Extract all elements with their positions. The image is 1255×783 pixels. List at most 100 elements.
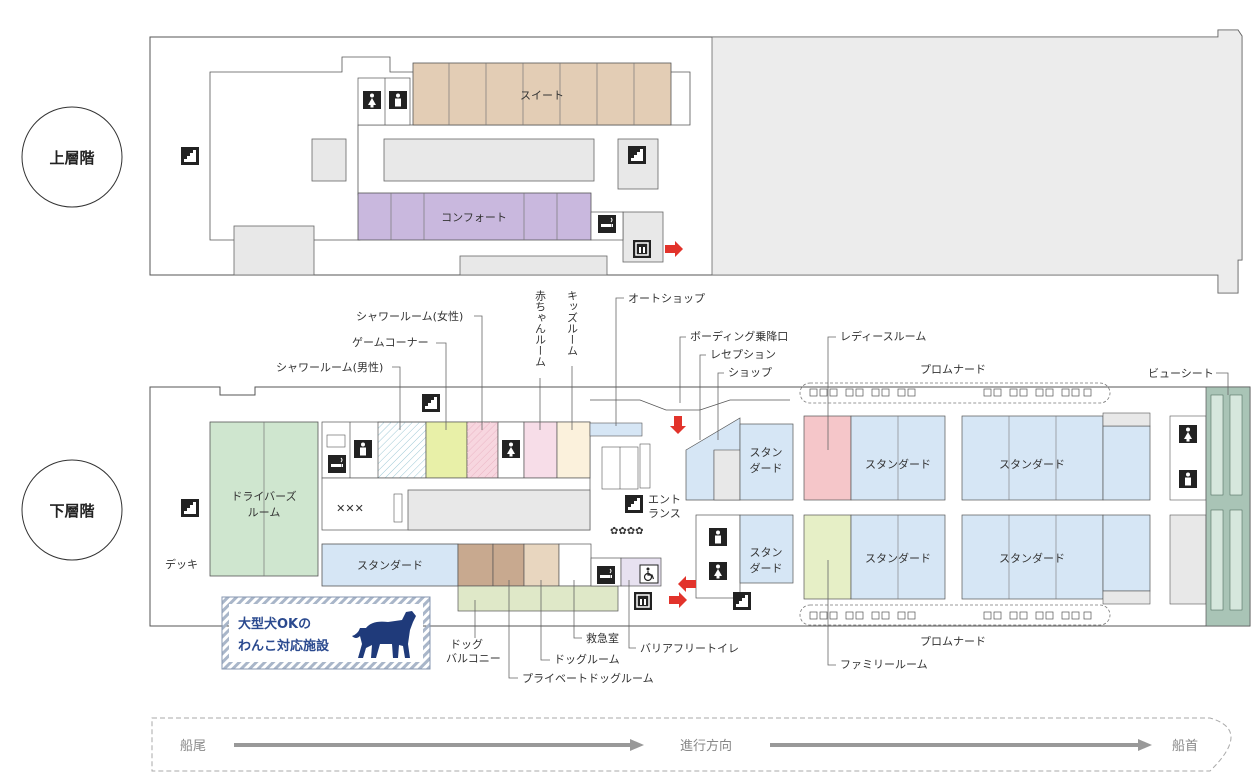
standard-split-label-1: スタン <box>750 446 783 459</box>
callout-shop: ショップ <box>728 366 772 379</box>
promenade-bottom-area <box>799 604 1111 626</box>
callout-kids-room: キッズルーム <box>566 290 579 356</box>
callout-dog-balcony-1: ドッグ <box>450 637 483 651</box>
stairs-icon <box>181 499 199 517</box>
callout-baby-room: 赤ちゃんルーム <box>534 290 547 367</box>
upper-block-1 <box>233 225 315 276</box>
promenade-top-area <box>799 382 1111 404</box>
upper-block-2 <box>459 255 608 276</box>
toilet-male-icon <box>389 91 407 109</box>
view-seat-grid <box>1210 394 1243 611</box>
callout-promenade-top: プロムナード <box>920 363 986 376</box>
elevator-icon <box>632 239 652 259</box>
standard-split-label-4: ダード <box>750 561 783 575</box>
smoking-icon <box>597 214 617 234</box>
dog-balcony <box>457 585 619 612</box>
standard-room-lower-left <box>321 543 459 587</box>
comfort-label: コンフォート <box>441 211 507 224</box>
smoking-icon <box>596 565 616 585</box>
callout-game-corner: ゲームコーナー <box>352 336 429 349</box>
standard-label-2: スタンダード <box>865 457 931 471</box>
callout-reception: レセプション <box>710 348 776 361</box>
direction-stern: 船尾 <box>180 739 206 754</box>
direction-arrow-icon <box>630 739 644 751</box>
callout-first-aid: 救急室 <box>586 631 619 645</box>
standard-room-bottom-2 <box>961 514 1104 600</box>
first-aid-room <box>558 543 592 587</box>
callout-shower-male: シャワールーム(男性) <box>276 360 383 374</box>
standard-split-label-2: ダード <box>750 461 783 475</box>
ladies-room <box>803 415 852 501</box>
callout-boarding: ボーディング乗降口 <box>690 329 788 343</box>
wheelchair-icon <box>639 564 659 584</box>
callout-private-dog-room: プライベートドッグルーム <box>522 671 654 685</box>
callout-dog-balcony-2: バルコニー <box>446 652 501 665</box>
vending-icon <box>326 434 346 448</box>
toilet-female-icon <box>1179 425 1197 443</box>
standard-room-mid-top <box>739 423 794 501</box>
callout-dog-room: ドッグルーム <box>554 652 620 666</box>
upper-floor: 上層階 スイート <box>21 29 1243 294</box>
dog-room <box>523 543 560 587</box>
driver-room-label-2: ルーム <box>248 506 281 519</box>
stairs-icon <box>181 147 199 165</box>
toilet-male-icon <box>354 440 372 458</box>
suite-rooms: スイート <box>412 62 672 126</box>
callout-barrier-free-toilet: バリアフリートイレ <box>640 642 739 655</box>
callout-promenade-bottom: プロムナード <box>920 635 986 648</box>
callout-view-seat: ビューシート <box>1148 367 1214 380</box>
toilet-male-icon <box>1179 470 1197 488</box>
callout-auto-shop: オートショップ <box>628 292 705 305</box>
suite-label: スイート <box>520 89 564 102</box>
private-dog-room-1 <box>457 543 494 587</box>
lower-block-1 <box>407 489 591 531</box>
direction-bow: 船首 <box>1172 739 1198 754</box>
toilet-female-icon <box>502 440 520 458</box>
dog-badge-line2: わんこ対応施設 <box>238 638 330 654</box>
dog-badge-line1: 大型犬OKの <box>238 616 311 632</box>
standard-label-5: スタンダード <box>999 551 1065 565</box>
stairs-icon <box>628 146 646 164</box>
deck-label: デッキ <box>165 557 198 571</box>
private-dog-room-2 <box>492 543 525 587</box>
toilet-male-icon <box>709 528 727 546</box>
standard-room-top-2 <box>961 415 1104 501</box>
standard-split-label-3: スタン <box>750 546 783 559</box>
entrance-label-2: ランス <box>648 507 681 520</box>
lower-floor-label-circle <box>21 459 123 561</box>
stairs-icon <box>422 394 440 412</box>
toilet-female-icon <box>709 562 727 580</box>
escalator-icon <box>733 592 751 610</box>
dog-icon <box>352 611 416 658</box>
standard-label: スタンダード <box>357 558 423 572</box>
upper-floor-label-circle <box>21 106 123 208</box>
callout-ladies-room: レディースルーム <box>840 329 926 343</box>
standard-room-mid-bottom <box>739 514 794 584</box>
comfort-rooms: コンフォート <box>357 192 592 241</box>
upper-block-4 <box>383 138 595 182</box>
stairs-icon <box>625 495 643 513</box>
standard-label-3: スタンダード <box>999 457 1065 471</box>
callout-shower-female: シャワールーム(女性) <box>356 309 463 323</box>
standard-label-4: スタンダード <box>865 551 931 565</box>
lower-floor-label: 下層階 <box>49 502 94 520</box>
table-set-icon: ✕✕✕ <box>336 502 364 515</box>
game-corner-room <box>425 421 468 479</box>
direction-heading: 進行方向 <box>680 738 732 754</box>
entrance-label-1: エント <box>648 493 681 506</box>
driver-room-label-1: ドライバーズ <box>231 489 296 503</box>
upper-floor-label: 上層階 <box>49 149 94 167</box>
elevator-icon <box>633 591 653 611</box>
lobby-tables: ✿✿✿✿ <box>610 526 644 537</box>
shower-male-room <box>377 421 427 479</box>
baby-room <box>523 421 558 479</box>
dog-badge: 大型犬OKの わんこ対応施設 <box>221 596 431 670</box>
upper-vehicle-area <box>711 29 1243 294</box>
shop <box>713 449 741 501</box>
upper-block-3 <box>311 138 347 182</box>
callout-family-room: ファミリールーム <box>840 658 928 671</box>
toilet-female-icon <box>363 91 381 109</box>
lower-floor: 下層階 ドライバーズ ルーム デッキ ✕✕✕ スタンダード <box>21 382 1251 670</box>
kids-room <box>556 421 591 479</box>
